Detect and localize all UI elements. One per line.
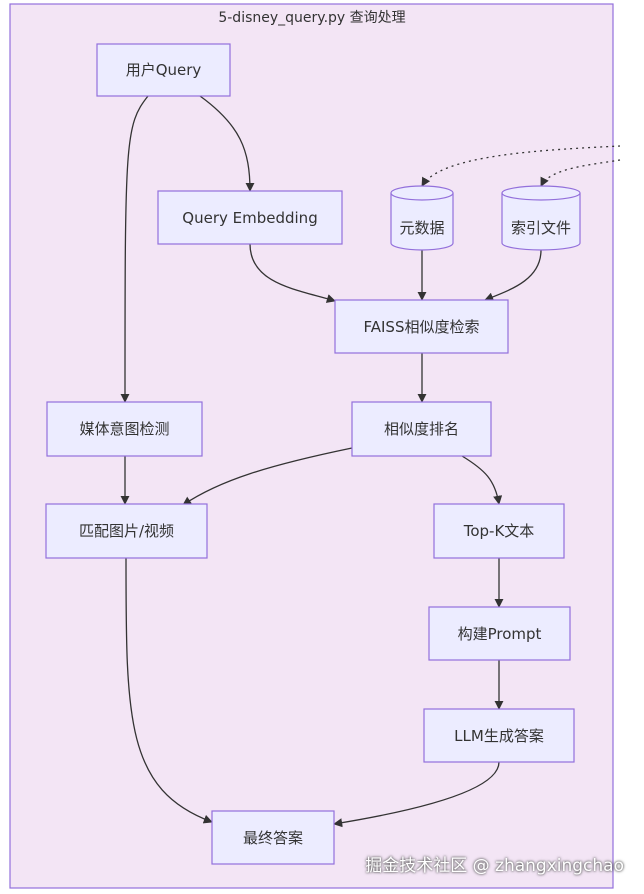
node-label: 最终答案 [243,829,303,847]
node-media-intent-detection: 媒体意图检测 [46,401,203,457]
edge-rank-to-match [182,447,353,506]
edge-match-to-final [125,557,213,824]
edge-query-to-media-intent [120,95,149,403]
edge-query-to-embedding [199,95,255,192]
watermark: 掘金技术社区 @ zhangxingchao [365,856,624,876]
node-llm-answer: LLM生成答案 [423,708,575,763]
node-label: 元数据 [399,219,444,237]
edge-external-to-index-file [540,159,621,187]
node-label: 用户Query [126,61,202,79]
node-index-file-database: 索引文件 [501,185,581,251]
node-label: Query Embedding [182,209,317,227]
node-label: FAISS相似度检索 [364,318,480,336]
edge-embedding-to-faiss [249,243,336,303]
node-build-prompt: 构建Prompt [428,606,571,661]
node-topk-text: Top-K文本 [433,503,565,559]
node-query-embedding: Query Embedding [157,190,343,245]
cluster-title: 5-disney_query.py 查询处理 [218,10,405,26]
node-label: 匹配图片/视频 [79,522,174,540]
node-label: 索引文件 [511,219,571,237]
edges [120,95,621,828]
edge-index-to-faiss [484,249,542,302]
node-faiss-search: FAISS相似度检索 [334,299,509,354]
node-label: 相似度排名 [384,420,459,438]
edge-rank-to-topk [461,455,503,505]
edge-external-to-metadata [421,145,621,187]
node-final-answer: 最终答案 [211,810,335,865]
node-label: 媒体意图检测 [79,420,169,438]
node-user-query: 用户Query [96,43,231,97]
node-similarity-ranking: 相似度排名 [351,401,492,457]
node-label: LLM生成答案 [454,727,544,745]
edge-llm-to-final [333,761,500,828]
node-label: Top-K文本 [463,522,535,540]
node-metadata-database: 元数据 [390,185,454,251]
node-match-media: 匹配图片/视频 [45,503,208,559]
node-label: 构建Prompt [458,625,542,643]
